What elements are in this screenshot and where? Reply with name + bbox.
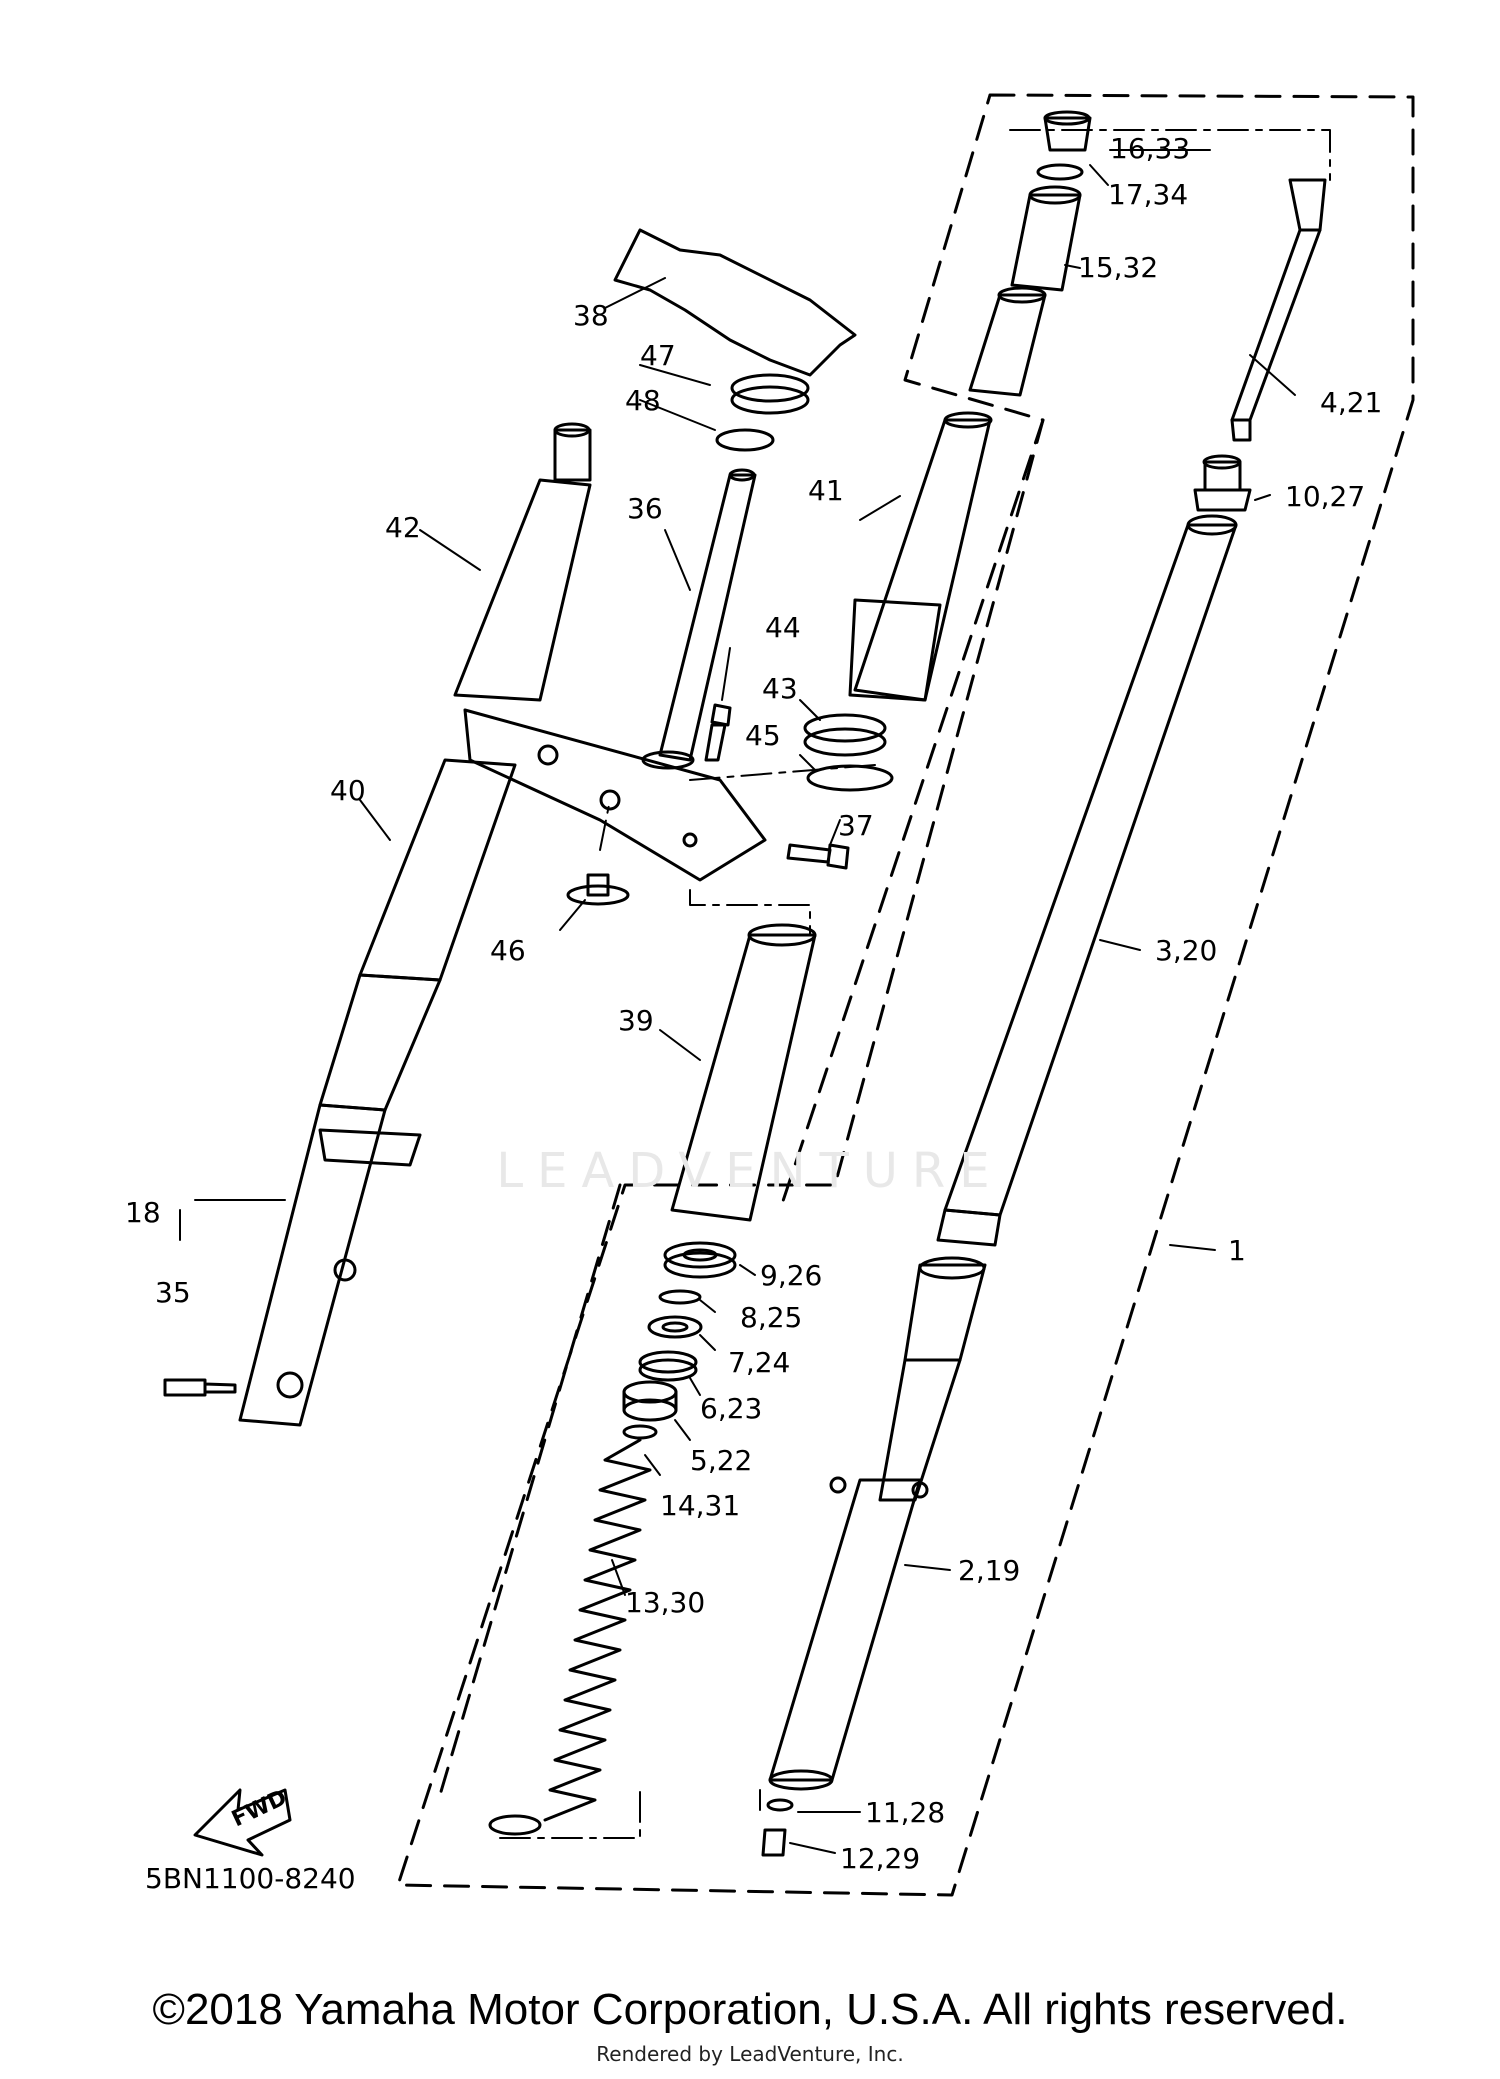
- callout-11-28: 11,28: [865, 1796, 945, 1829]
- left-cover-part: [453, 422, 592, 702]
- bushing-upper-part: [638, 1350, 698, 1382]
- dashed-outline-fork-assembly: [396, 93, 1415, 1897]
- callout-17-34: 17,34: [1108, 178, 1188, 211]
- rendered-by-text: Rendered by LeadVenture, Inc.: [596, 2042, 904, 2066]
- cap-nut-part: [1193, 454, 1252, 512]
- bolt-12-part: [761, 1828, 787, 1857]
- spring-seat-part: [622, 1424, 658, 1440]
- callout-4-21: 4,21: [1320, 386, 1382, 419]
- callout-43: 43: [762, 672, 798, 705]
- callout-12-29: 12,29: [840, 1842, 920, 1875]
- callout-42: 42: [385, 511, 421, 544]
- callout-40: 40: [330, 774, 366, 807]
- cap-46-part: [566, 873, 630, 906]
- callout-38: 38: [573, 299, 609, 332]
- callout-13-30: 13,30: [625, 1586, 705, 1619]
- bolt-44-part: [704, 703, 732, 762]
- dashed-outline-inner-parts: [438, 1183, 622, 1797]
- callout-44: 44: [765, 611, 801, 644]
- lock-washer-45-part: [806, 764, 894, 792]
- callout-7-24: 7,24: [728, 1346, 790, 1379]
- callout-45: 45: [745, 719, 781, 752]
- watermark: LEADVENTURE: [496, 1143, 1004, 1199]
- callout-8-25: 8,25: [740, 1301, 802, 1334]
- fork-spring-part: [543, 1438, 652, 1822]
- bolt-37-part: [786, 843, 850, 870]
- copyright-text: ©2018 Yamaha Motor Corporation, U.S.A. A…: [152, 1985, 1348, 2034]
- lower-cover-39-part: [670, 923, 817, 1222]
- nut-47-part: [730, 373, 810, 415]
- upper-cover-part: [848, 411, 993, 702]
- spring-end-part: [488, 1814, 542, 1836]
- callout-9-26: 9,26: [760, 1259, 822, 1292]
- outer-tube-part: [768, 1256, 987, 1791]
- oil-seal-part: [663, 1241, 737, 1279]
- callout-14-31: 14,31: [660, 1489, 740, 1522]
- diagram-code: 5BN1100-8240: [145, 1862, 356, 1895]
- callout-1: 1: [1228, 1234, 1246, 1267]
- steering-stem-part: [641, 468, 757, 770]
- callout-10-27: 10,27: [1285, 480, 1365, 513]
- washer-11-part: [766, 1798, 794, 1812]
- left-fork-leg-part: [238, 758, 517, 1427]
- callout-15-32: 15,32: [1078, 251, 1158, 284]
- callout-48: 48: [625, 384, 661, 417]
- under-bracket-part: [463, 708, 767, 882]
- callout-41: 41: [808, 474, 844, 507]
- callout-47: 47: [640, 339, 676, 372]
- callout-36: 36: [627, 492, 663, 525]
- callout-6-23: 6,23: [700, 1392, 762, 1425]
- callout-5-22: 5,22: [690, 1444, 752, 1477]
- cap-bolt-part: [1043, 110, 1092, 152]
- ring-nut-43-part: [803, 713, 887, 757]
- callout-35: 35: [155, 1276, 191, 1309]
- callout-37: 37: [838, 809, 874, 842]
- callout-18: 18: [125, 1196, 161, 1229]
- o-ring-part: [1036, 163, 1084, 181]
- callout-3-20: 3,20: [1155, 934, 1217, 967]
- fwd-arrow: [193, 1788, 292, 1857]
- dashed-line-damper-to-spring: [778, 418, 1045, 1212]
- callout-46: 46: [490, 934, 526, 967]
- bushing-lower-part: [622, 1380, 678, 1422]
- collar-part: [968, 286, 1047, 397]
- washer-48-part: [715, 428, 775, 452]
- inner-tube-part: [936, 514, 1238, 1247]
- callout-39: 39: [618, 1004, 654, 1037]
- callout-2-19: 2,19: [958, 1554, 1020, 1587]
- callout-16-33: 16,33: [1110, 132, 1190, 165]
- clip-part: [658, 1289, 702, 1305]
- spacer-part: [1010, 185, 1082, 292]
- headlight-bracket-part: [613, 228, 857, 377]
- damper-rod-part: [1230, 178, 1327, 442]
- washer-part: [647, 1315, 703, 1339]
- bolt-35-part: [163, 1378, 237, 1397]
